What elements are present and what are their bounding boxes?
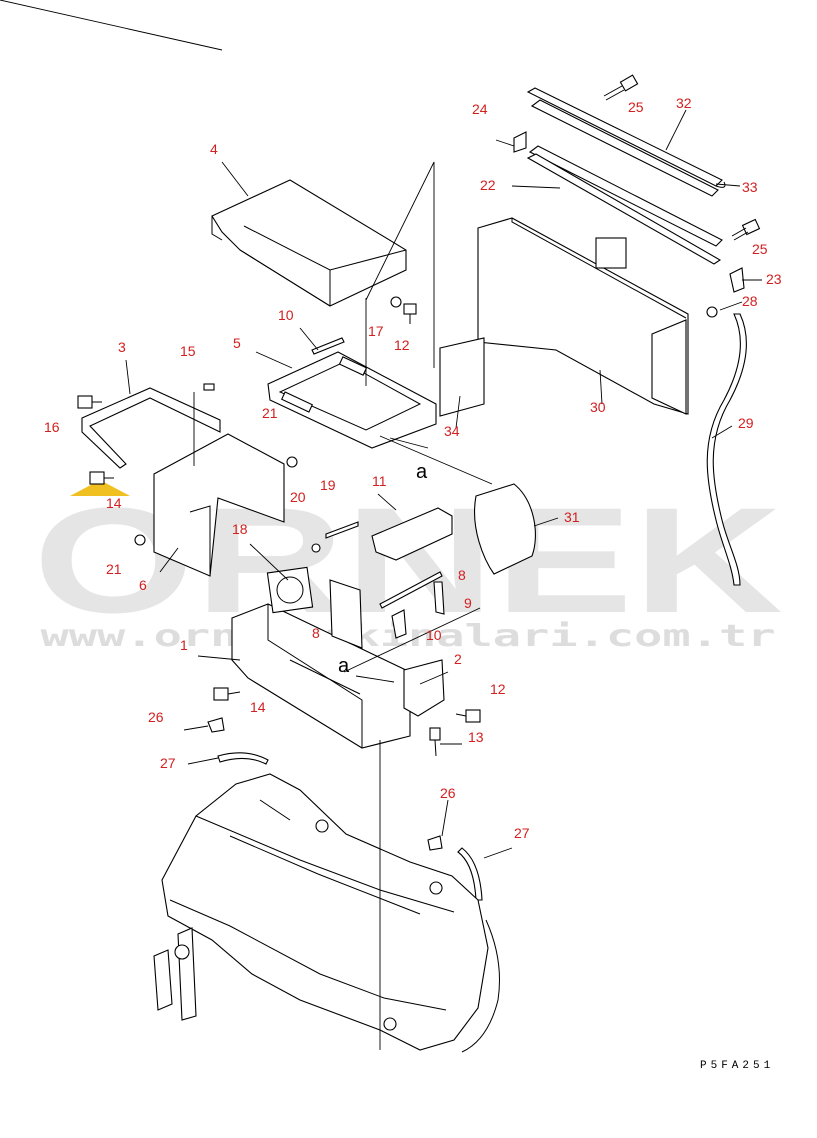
callout-1: 1 — [180, 637, 188, 653]
callout-labels: 1 2 3 4 5 6 8 8 9 10 10 11 12 12 13 14 1… — [44, 95, 782, 841]
callout-14-lower: 14 — [250, 699, 266, 715]
box-assembly-1 — [231, 566, 445, 749]
rod-10-upper — [311, 337, 345, 355]
bolt-25-lower-icon — [731, 218, 761, 241]
callout-10-lower: 10 — [426, 627, 442, 643]
callout-4: 4 — [210, 141, 218, 157]
reference-code: P5FA251 — [700, 1060, 774, 1072]
bolt-12-lower-icon — [455, 709, 481, 723]
callout-9: 9 — [464, 595, 472, 611]
callout-14-upper: 14 — [106, 495, 122, 511]
callout-19: 19 — [320, 477, 336, 493]
callout-12-lower: 12 — [490, 681, 506, 697]
panel-6 — [153, 433, 285, 577]
callout-2: 2 — [454, 651, 462, 667]
bolt-13-icon — [429, 727, 441, 757]
fan-18 — [266, 566, 314, 614]
callout-17: 17 — [368, 323, 384, 339]
callout-23: 23 — [766, 271, 782, 287]
callout-21-right: 21 — [262, 405, 278, 421]
callout-6: 6 — [139, 577, 147, 593]
callout-16: 16 — [44, 419, 60, 435]
callout-25-upper: 25 — [628, 99, 644, 115]
bolt-25-upper-icon — [603, 74, 639, 101]
callout-3: 3 — [118, 339, 126, 355]
hose-27-left — [217, 752, 269, 765]
clip-28 — [706, 306, 718, 318]
upper-rails-assembly — [513, 74, 761, 318]
callout-27-right: 27 — [514, 825, 530, 841]
watermark: ORNEK www.ornekmakinalari.com.tr — [33, 476, 783, 654]
view-marker-a-upper: a — [416, 461, 428, 483]
callout-30: 30 — [590, 399, 606, 415]
sheet-34 — [439, 337, 485, 417]
watermark-logo-icon — [70, 480, 130, 496]
tube-29 — [706, 313, 747, 586]
callout-31: 31 — [564, 509, 580, 525]
callout-21-left: 21 — [106, 561, 122, 577]
callout-32: 32 — [676, 95, 692, 111]
callout-20: 20 — [290, 489, 306, 505]
callout-33: 33 — [742, 179, 758, 195]
view-marker-a-lower: a — [338, 655, 350, 677]
plate-5 — [267, 351, 437, 449]
callout-5: 5 — [233, 335, 241, 351]
plate-11 — [371, 507, 453, 561]
washer-17 — [390, 296, 402, 308]
callout-11: 11 — [372, 473, 387, 489]
callout-8-lower: 8 — [312, 625, 320, 641]
callout-15: 15 — [180, 343, 196, 359]
watermark-url: www.ornekmakinalari.com.tr — [41, 619, 776, 654]
hose-26-left — [207, 717, 225, 733]
callout-13: 13 — [468, 729, 484, 745]
rod-19 — [325, 521, 359, 539]
clip-9 — [433, 581, 445, 615]
callout-leaders — [0, 0, 762, 859]
callout-24: 24 — [472, 101, 488, 117]
bolt-16-icon — [77, 395, 102, 409]
rod-8 — [379, 571, 443, 609]
bolt-14-lower-icon — [213, 687, 241, 701]
callout-18: 18 — [232, 521, 248, 537]
washer-20 — [311, 543, 321, 553]
callout-25-lower: 25 — [752, 241, 768, 257]
nut-21-right — [286, 456, 298, 468]
bolt-12-upper-icon — [403, 303, 417, 324]
callout-12-upper: 12 — [394, 337, 410, 353]
clip-10-lower — [391, 609, 407, 639]
hose-26-right — [427, 835, 443, 851]
reference-lines — [193, 161, 493, 1050]
cover-30 — [477, 217, 689, 415]
callout-22: 22 — [480, 177, 496, 193]
guard-3 — [81, 387, 221, 469]
main-frame — [153, 773, 500, 1053]
cover-31 — [474, 483, 536, 575]
nut-21-left — [134, 534, 146, 546]
bracket-2 — [329, 579, 363, 649]
clip-15 — [203, 383, 215, 391]
callout-26-left: 26 — [148, 709, 164, 725]
callout-8-upper: 8 — [458, 567, 466, 583]
callout-34: 34 — [444, 423, 460, 439]
bolt-14-upper-icon — [89, 471, 114, 485]
callout-27-left: 27 — [160, 755, 176, 771]
bracket-23 — [729, 267, 745, 293]
callout-29: 29 — [738, 415, 754, 431]
seat-cushion-4 — [211, 179, 407, 307]
callout-26-right: 26 — [440, 785, 456, 801]
bracket-24 — [513, 131, 527, 153]
callout-10-upper: 10 — [278, 307, 294, 323]
callout-28: 28 — [742, 293, 758, 309]
